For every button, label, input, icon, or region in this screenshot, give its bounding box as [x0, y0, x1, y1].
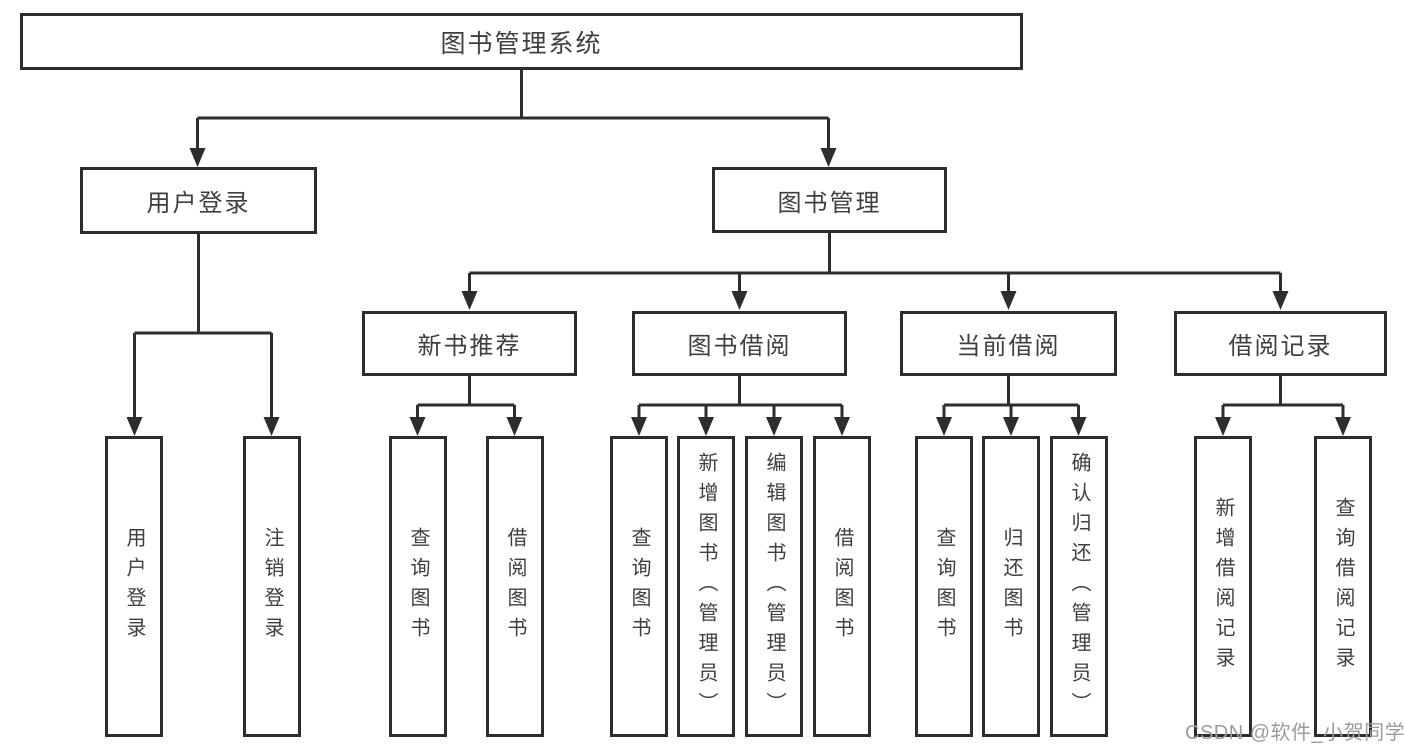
leaf-cb-confirm-return-admin: 确认归还（管理员）: [1050, 436, 1108, 737]
leaf-cb-return-book: 归还图书: [982, 436, 1040, 737]
node-book-mgmt: 图书管理: [712, 167, 947, 233]
leaf-label: 新增图书（管理员）: [695, 451, 717, 722]
leaf-nbr-borrow-book: 借阅图书: [486, 436, 544, 737]
leaf-nbr-query-book: 查询图书: [389, 436, 447, 737]
leaf-label: 归还图书: [1000, 526, 1022, 647]
leaf-user-login: 用户登录: [105, 436, 163, 737]
leaf-bb-query-book: 查询图书: [610, 436, 668, 737]
leaf-label: 借阅图书: [504, 526, 526, 647]
leaf-br-add-record: 新增借阅记录: [1194, 436, 1252, 737]
leaf-bb-borrow-book: 借阅图书: [813, 436, 871, 737]
leaf-label: 确认归还（管理员）: [1068, 451, 1090, 722]
node-current-borrow: 当前借阅: [900, 311, 1117, 376]
leaf-label: 用户登录: [123, 526, 145, 647]
leaf-label: 查询图书: [407, 526, 429, 647]
node-borrow-records: 借阅记录: [1174, 311, 1387, 376]
leaf-cb-query-book: 查询图书: [915, 436, 973, 737]
node-root: 图书管理系统: [20, 13, 1023, 70]
leaf-label: 查询图书: [933, 526, 955, 647]
leaf-label: 新增借阅记录: [1212, 496, 1234, 677]
node-new-book-rec: 新书推荐: [362, 311, 577, 376]
leaf-label: 查询借阅记录: [1332, 496, 1354, 677]
leaf-bb-edit-book-admin: 编辑图书（管理员）: [745, 436, 803, 737]
node-book-borrow: 图书借阅: [632, 311, 847, 376]
leaf-label: 编辑图书（管理员）: [763, 451, 785, 722]
node-user-login: 用户登录: [80, 167, 317, 234]
leaf-br-query-record: 查询借阅记录: [1314, 436, 1372, 737]
leaf-label: 注销登录: [261, 526, 283, 647]
leaf-label: 借阅图书: [831, 526, 853, 647]
leaf-bb-add-book-admin: 新增图书（管理员）: [677, 436, 735, 737]
leaf-logout: 注销登录: [243, 436, 301, 737]
leaf-label: 查询图书: [628, 526, 650, 647]
csdn-watermark: CSDN @软件_小贺同学: [1185, 722, 1405, 744]
